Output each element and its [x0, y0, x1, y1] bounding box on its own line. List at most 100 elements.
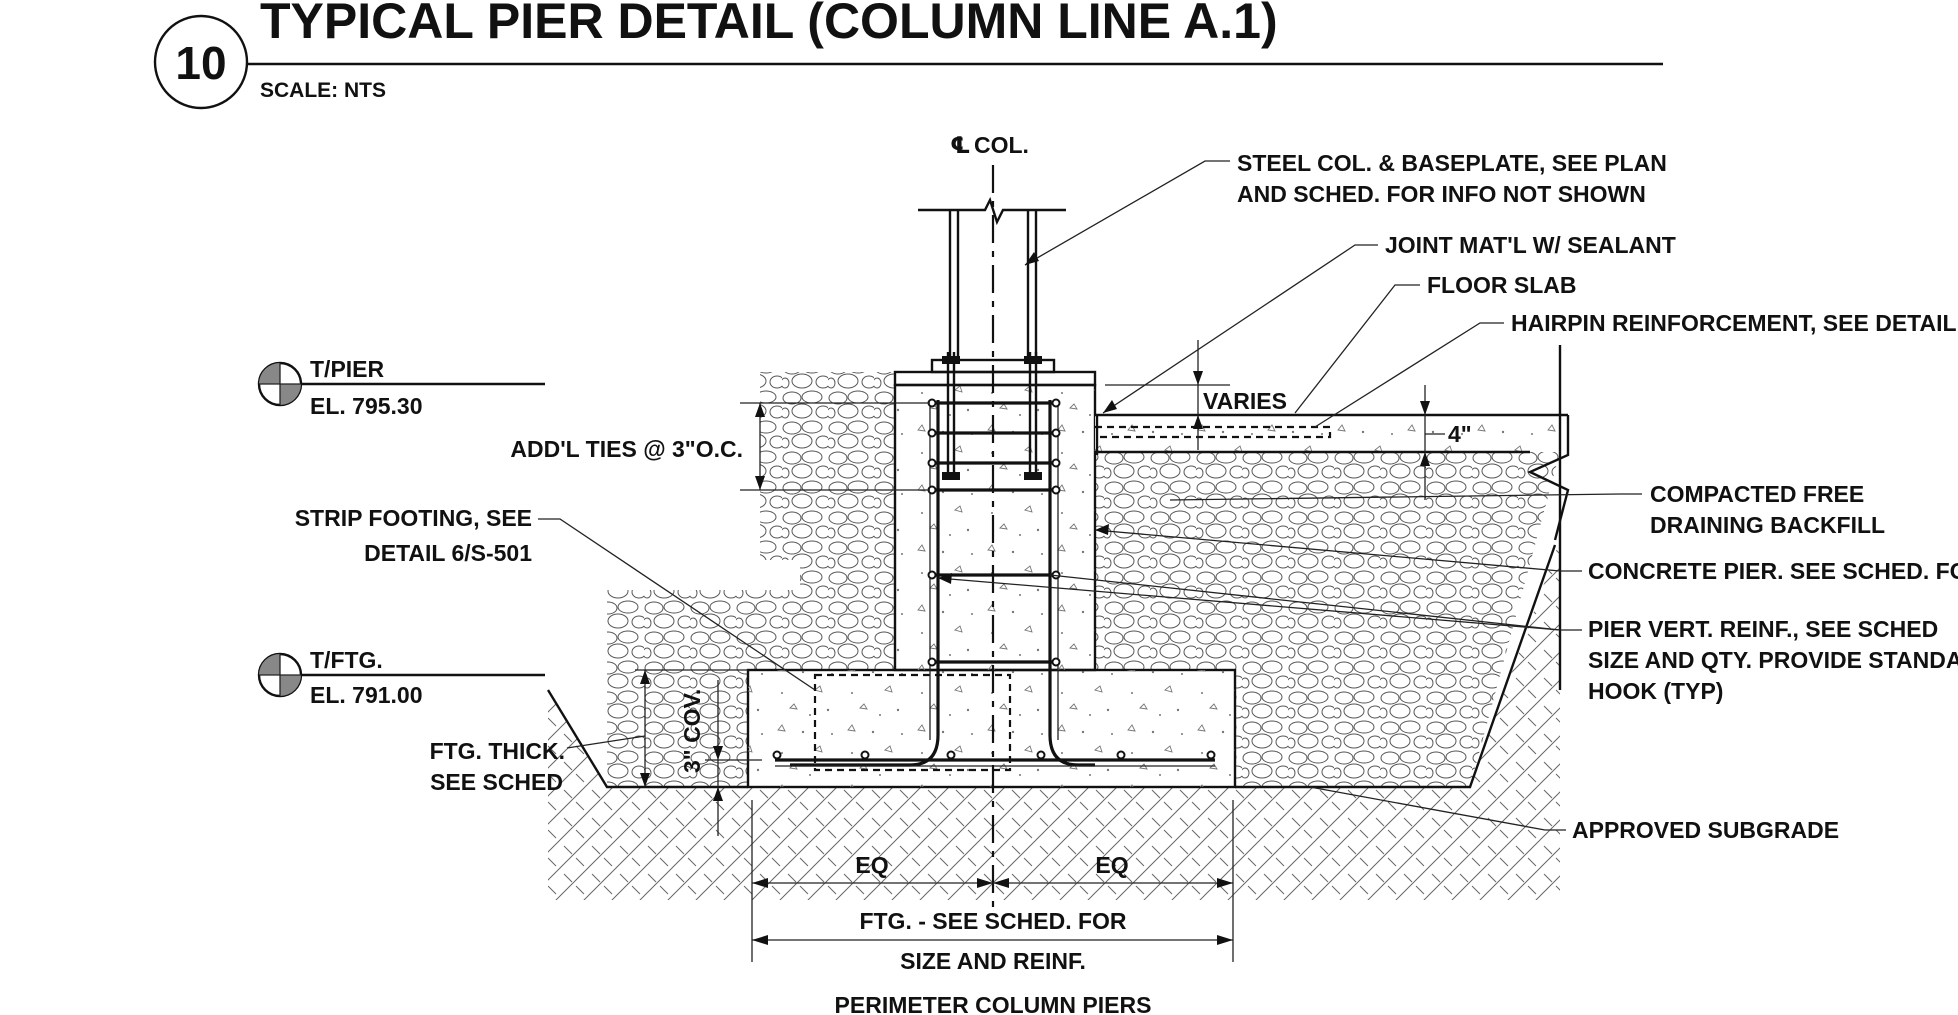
arrowhead — [1025, 252, 1039, 265]
backfill-zone-right — [1095, 452, 1560, 787]
bar-dot — [946, 750, 956, 760]
elevation-target-icon-fill — [259, 363, 301, 405]
detail-header: 10 TYPICAL PIER DETAIL (COLUMN LINE A.1)… — [153, 0, 1663, 110]
bar-dot — [1116, 750, 1126, 760]
subgrade-zone — [548, 540, 1560, 900]
detail-number-bubble — [153, 14, 249, 110]
subgrade-label: APPROVED SUBGRADE — [1572, 817, 1839, 843]
steel-col-label-1: STEEL COL. & BASEPLATE, SEE PLAN — [1237, 150, 1667, 176]
eq-left-label: EQ — [855, 852, 888, 878]
pier-vert-label-3: HOOK (TYP) — [1588, 678, 1723, 704]
steel-col-leader — [1024, 160, 1230, 266]
arrowhead — [938, 573, 952, 584]
steel-col-label-2: AND SCHED. FOR INFO NOT SHOWN — [1237, 181, 1646, 207]
bolt-nut-right-bot — [1024, 472, 1042, 480]
floor-slab-fill — [1095, 415, 1568, 452]
strip-footing-outline — [813, 673, 1012, 772]
pier-vert-bar-right — [1048, 400, 1095, 767]
pier-vert-bar-left — [790, 400, 940, 767]
bar-dot — [1036, 750, 1046, 760]
bar-dot — [927, 570, 937, 580]
elevation-target-icon-fill — [259, 654, 301, 696]
floor-slab-label: FLOOR SLAB — [1427, 272, 1577, 298]
pier-label: CONCRETE PIER. SEE SCHED. FOR — [1588, 558, 1958, 584]
bar-dots — [772, 398, 1216, 760]
arrowhead — [752, 878, 1233, 888]
backfill-left-upper — [760, 372, 800, 560]
steel-column — [893, 196, 1097, 480]
reinforcing — [772, 398, 1332, 767]
bar-dot — [1051, 657, 1061, 667]
arrowhead — [713, 746, 723, 801]
bar-dot — [927, 657, 937, 667]
backfill-label-2: DRAINING BACKFILL — [1650, 512, 1885, 538]
pier-vert-label-2: SIZE AND QTY. PROVIDE STANDARD — [1588, 647, 1958, 673]
detail-scale: SCALE: NTS — [260, 79, 386, 102]
ftg-thick-leader — [566, 735, 646, 749]
centerline-symbol: ℄ — [950, 132, 971, 158]
arrowhead — [640, 670, 650, 787]
ftg-thick-label-2: SEE SCHED — [430, 769, 563, 795]
bolt-nut-left-bot — [942, 472, 960, 480]
detail-title: TYPICAL PIER DETAIL (COLUMN LINE A.1) — [260, 0, 1278, 49]
elevation-name: T/FTG. — [310, 647, 383, 673]
pier-fill — [895, 385, 1095, 670]
detail-number: 10 — [175, 37, 226, 89]
elevation-value: EL. 795.30 — [310, 393, 423, 419]
ftg-label-2: SIZE AND REINF. — [900, 948, 1086, 974]
elevation-name: T/PIER — [310, 356, 385, 382]
bar-dot — [927, 458, 937, 468]
bar-dot — [1051, 485, 1061, 495]
col-center-label: COL. — [974, 132, 1029, 158]
strip-footing-label-1: STRIP FOOTING, SEE — [295, 505, 532, 531]
slab-thickness-label: 4" — [1448, 421, 1472, 447]
arrowhead — [1103, 400, 1117, 413]
eq-right-label: EQ — [1095, 852, 1128, 878]
cov-label: 3" COV. — [679, 689, 705, 773]
ftg-label-1: FTG. - SEE SCHED. FOR — [859, 908, 1126, 934]
strip-footing-leader — [538, 518, 816, 691]
joint-leader — [1102, 244, 1378, 414]
backfill-zone — [607, 372, 895, 787]
bar-dot — [1206, 750, 1216, 760]
varies-label: VARIES — [1203, 388, 1287, 414]
elevation-value: EL. 791.00 — [310, 682, 423, 708]
excavation-left — [546, 689, 748, 789]
pier-vert-leader-2 — [1049, 574, 1561, 631]
arrowhead — [1193, 371, 1203, 429]
pier-vert-label-1: PIER VERT. REINF., SEE SCHED — [1588, 616, 1938, 642]
hairpin-leader — [1314, 322, 1504, 428]
strip-footing-label-2: DETAIL 6/S-501 — [364, 540, 532, 566]
pier-leader — [1094, 529, 1582, 572]
bar-dot — [927, 428, 937, 438]
hairpin-reinforcement — [1095, 425, 1332, 439]
elevation-tftg: T/FTG. EL. 791.00 — [257, 647, 545, 708]
caption: PERIMETER COLUMN PIERS — [835, 992, 1152, 1015]
ftg-thick-label-1: FTG. THICK. — [430, 738, 565, 764]
ties-label: ADD'L TIES @ 3"O.C. — [510, 436, 743, 462]
bar-dot — [1051, 458, 1061, 468]
bar-dot — [860, 750, 870, 760]
dimensions: ADD'L TIES @ 3"O.C. VARIES 4" FTG. THICK… — [430, 340, 1472, 974]
column-break — [918, 196, 1066, 226]
subgrade-leader — [1309, 786, 1566, 831]
callouts: ℄ COL. STEEL COL. & BASEPLATE, SEE PLAN … — [295, 132, 1958, 1015]
grout-pad — [893, 370, 1097, 387]
bolt-nut-right — [1024, 356, 1042, 364]
floor-slab-leader — [1294, 284, 1420, 414]
backfill-label-1: COMPACTED FREE — [1650, 481, 1864, 507]
slab-break — [1527, 415, 1570, 541]
bar-dot — [772, 750, 782, 760]
footing-fill — [748, 670, 1235, 787]
bar-dot — [1051, 398, 1061, 408]
elevation-tpier: T/PIER EL. 795.30 — [257, 356, 545, 419]
bolt-nut-left — [942, 356, 960, 364]
joint-label: JOINT MAT'L W/ SEALANT — [1385, 232, 1676, 258]
hairpin-label: HAIRPIN REINFORCEMENT, SEE DETAIL — [1511, 310, 1957, 336]
bar-dot — [1051, 428, 1061, 438]
arrowhead — [1095, 524, 1109, 535]
arrowhead — [1420, 401, 1430, 466]
backfill-leader — [1169, 493, 1642, 501]
soil — [548, 372, 1560, 900]
